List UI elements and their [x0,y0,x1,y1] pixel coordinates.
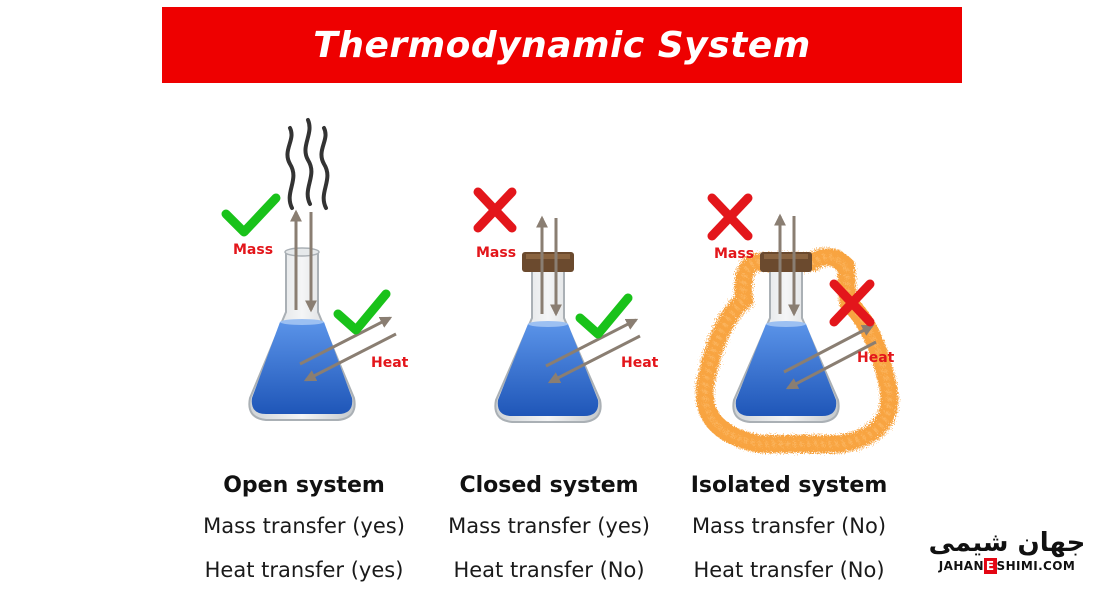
isolated-heat-label: Heat [857,350,895,366]
flask-icon [248,247,356,421]
system-name: Closed system [459,473,639,498]
isolated-system-caption: Isolated system Mass transfer (No) Heat … [669,468,909,592]
system-name: Isolated system [690,473,888,498]
heat-transfer-text: Heat transfer (No) [453,558,645,582]
mass-transfer-text: Mass transfer (No) [691,514,887,538]
open-system-illustration [221,118,397,421]
title-banner: Thermodynamic System [162,7,962,83]
logo-url-part: JAHAN [938,559,984,573]
heat-check-icon [333,289,391,335]
open-mass-label: Mass [233,242,273,258]
mass-check-icon [221,193,281,237]
logo-url-e: E [983,558,997,574]
mass-transfer-text: Mass transfer (yes) [448,514,650,538]
system-name: Open system [223,473,385,498]
logo-script-text: جهان شیمی [928,528,1086,558]
flask-icon [494,267,602,423]
mass-cross-icon [707,193,753,241]
heat-transfer-text: Heat transfer (No) [693,558,885,582]
open-system-caption: Open system Mass transfer (yes) Heat tra… [184,468,424,592]
heat-transfer-text: Heat transfer (yes) [204,558,404,582]
diagram-title: Thermodynamic System [313,24,811,66]
open-heat-label: Heat [371,355,409,371]
mass-transfer-text: Mass transfer (yes) [203,514,405,538]
heat-cross-icon [829,279,875,327]
closed-system-illustration [473,187,641,423]
isolated-mass-label: Mass [714,246,754,262]
mass-cross-icon [473,187,517,233]
closed-heat-label: Heat [621,355,659,371]
closed-mass-label: Mass [476,245,516,261]
logo-url-part: SHIMI.COM [996,559,1076,573]
isolated-system-illustration [695,193,899,453]
smoke-icon [285,118,330,210]
closed-system-caption: Closed system Mass transfer (yes) Heat t… [429,468,669,592]
heat-check-icon [575,293,633,339]
